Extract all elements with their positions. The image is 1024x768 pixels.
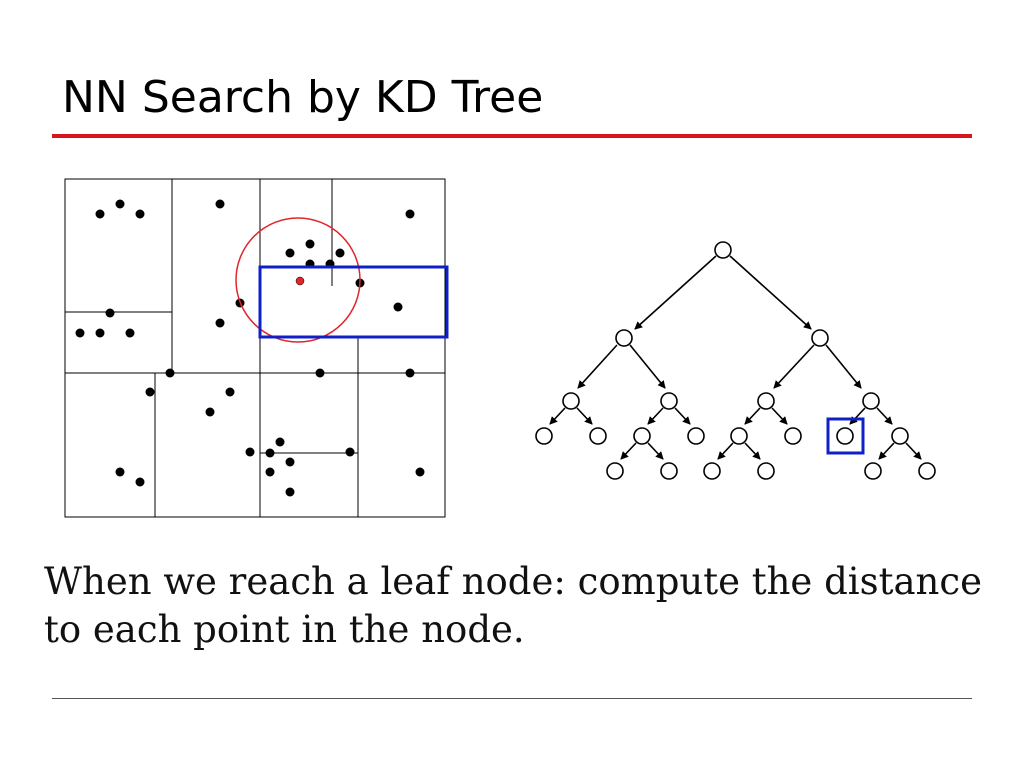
tree-edge <box>620 442 637 460</box>
data-point <box>145 387 155 397</box>
data-point <box>205 407 215 417</box>
tree-edges <box>549 255 922 460</box>
tree-edge <box>729 255 812 330</box>
data-point <box>75 328 85 338</box>
data-point <box>285 457 295 467</box>
tree-edge <box>876 407 893 425</box>
data-point <box>95 328 105 338</box>
partition-border <box>64 178 446 518</box>
tree-leaf-node <box>606 462 624 480</box>
tree-edge <box>629 344 666 389</box>
data-point <box>415 467 425 477</box>
tree-node <box>633 427 651 445</box>
tree-edge <box>905 442 922 460</box>
data-point <box>305 239 315 249</box>
tree-edge <box>647 407 664 425</box>
tree-edge <box>577 344 618 389</box>
tree-edge <box>717 442 734 460</box>
tree-edge <box>744 442 761 460</box>
data-point <box>115 199 125 209</box>
tree-node <box>757 392 775 410</box>
tree-leaf-node-current <box>836 427 854 445</box>
tree-node <box>615 329 633 347</box>
data-point <box>265 467 275 477</box>
data-point <box>285 487 295 497</box>
data-point <box>405 368 415 378</box>
tree-edge <box>634 255 717 330</box>
tree-node <box>562 392 580 410</box>
tree-edge <box>825 344 862 389</box>
tree-edge <box>773 344 815 389</box>
slide-caption: When we reach a leaf node: compute the d… <box>44 558 1004 654</box>
data-point <box>245 447 255 457</box>
data-point <box>345 447 355 457</box>
tree-edge <box>771 407 788 425</box>
data-point <box>215 318 225 328</box>
slide-title: NN Search by KD Tree <box>62 72 544 123</box>
data-point <box>115 467 125 477</box>
data-point <box>335 248 345 258</box>
tree-edge <box>878 442 895 460</box>
tree-node <box>891 427 909 445</box>
footer-divider <box>52 698 972 699</box>
data-point <box>393 302 403 312</box>
tree-nodes <box>535 241 936 480</box>
partition-lines <box>64 178 446 518</box>
data-point <box>165 368 175 378</box>
tree-leaf-node <box>589 427 607 445</box>
query-point <box>295 276 305 286</box>
tree-edge <box>647 442 664 460</box>
tree-leaf-node <box>703 462 721 480</box>
tree-leaf-node <box>784 427 802 445</box>
current-leaf-highlight <box>826 417 865 455</box>
tree-leaf-node <box>687 427 705 445</box>
data-point <box>135 477 145 487</box>
data-point <box>225 387 235 397</box>
kd-tree-diagram <box>535 241 936 480</box>
tree-edge <box>674 407 691 425</box>
data-points <box>75 199 425 497</box>
data-point <box>265 448 275 458</box>
kd-partition-diagram <box>64 178 449 518</box>
caption-line-2: to each point in the node. <box>44 608 525 651</box>
tree-edge <box>849 407 866 425</box>
title-underline <box>52 134 972 138</box>
tree-node <box>862 392 880 410</box>
caption-line-1: When we reach a leaf node: compute the d… <box>44 560 982 603</box>
data-point <box>125 328 135 338</box>
tree-leaf-node <box>864 462 882 480</box>
data-point <box>405 209 415 219</box>
data-point <box>135 209 145 219</box>
tree-leaf-node <box>535 427 553 445</box>
tree-leaf-node <box>660 462 678 480</box>
data-point <box>95 209 105 219</box>
tree-leaf-node <box>757 462 775 480</box>
tree-edge <box>576 407 593 425</box>
tree-node <box>660 392 678 410</box>
data-point <box>215 199 225 209</box>
data-point <box>275 437 285 447</box>
tree-edge <box>549 407 566 425</box>
data-point <box>285 248 295 258</box>
query-radius-circle <box>235 217 361 343</box>
tree-edge <box>744 407 761 425</box>
tree-node <box>811 329 829 347</box>
leaf-cell-highlight <box>258 265 449 339</box>
tree-node <box>730 427 748 445</box>
tree-leaf-node <box>918 462 936 480</box>
data-point <box>105 308 115 318</box>
data-point <box>315 368 325 378</box>
tree-root-node <box>714 241 732 259</box>
